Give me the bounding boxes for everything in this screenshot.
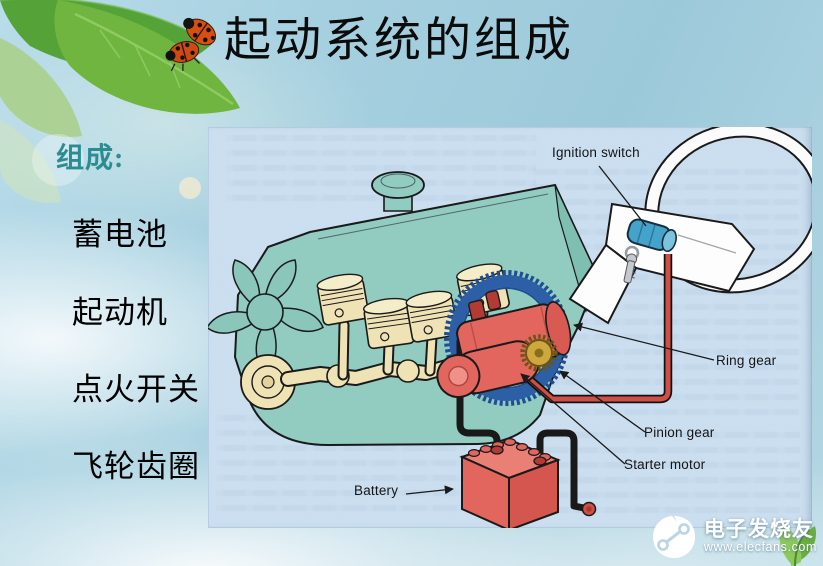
list-item-flywheel-ring-gear: 飞轮齿圈 xyxy=(72,449,200,484)
label-starter-motor: Starter motor xyxy=(624,457,706,472)
label-ignition-switch: Ignition switch xyxy=(552,145,640,160)
brand-name: 电子发烧友 xyxy=(703,518,814,542)
circuit-leaf-icon xyxy=(652,516,695,558)
crank-pulley xyxy=(240,354,296,410)
leaves-decoration xyxy=(0,0,240,203)
ignition-cable xyxy=(525,254,673,404)
label-battery: Battery xyxy=(354,483,399,498)
battery-illustration xyxy=(459,438,597,528)
pinion-gear-illustration xyxy=(520,334,558,372)
label-leader-lines xyxy=(405,165,715,495)
brand-url: www.elecfans.com xyxy=(703,540,817,555)
list-item-ignition-switch: 点火开关 xyxy=(72,372,200,407)
diagram-panel: Ignition switch Ring gear Pinion gear St… xyxy=(208,127,812,528)
ignition-switch-illustration xyxy=(623,218,677,284)
starter-motor-illustration xyxy=(436,290,572,399)
ladybug-icon xyxy=(165,17,217,72)
watermark-logo: 电子发烧友 www.elecfans.com xyxy=(651,514,817,560)
list-item-starter: 起动机 xyxy=(72,295,168,330)
list-heading: 组成: xyxy=(56,143,125,174)
label-pinion-gear: Pinion gear xyxy=(644,425,715,440)
label-ring-gear: Ring gear xyxy=(716,353,777,368)
starting-system-illustration xyxy=(208,127,812,528)
sprout-leaves-icon xyxy=(779,524,817,566)
slide-title: 起动系统的组成 xyxy=(224,15,574,67)
battery-cables xyxy=(456,337,585,512)
list-item-battery: 蓄电池 xyxy=(72,217,168,252)
cooling-fan xyxy=(208,259,324,374)
